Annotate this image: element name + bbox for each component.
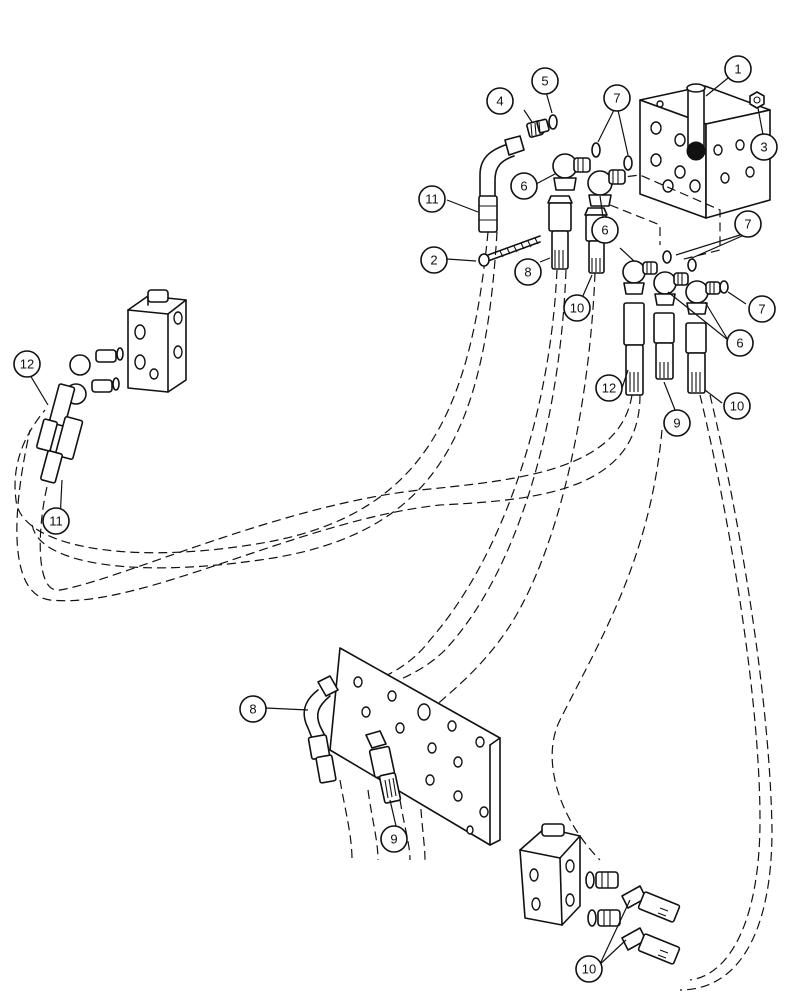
hose-end-9-right	[653, 312, 675, 380]
callout-label: 6	[601, 223, 608, 238]
callout-4: 4	[486, 87, 514, 115]
callout-label: 6	[520, 179, 527, 194]
left-valve-fittings	[65, 347, 124, 405]
callout-8b: 8	[239, 695, 267, 723]
leader-lines	[29, 77, 765, 969]
lock-nut	[749, 91, 765, 109]
lower-elbow-hose-8	[303, 675, 339, 784]
callout-label: 4	[496, 94, 503, 109]
left-hose-end-12	[36, 383, 76, 452]
callout-label: 11	[425, 192, 439, 207]
hose-end-8-upper	[547, 195, 573, 270]
hose-routes	[14, 231, 773, 991]
elbow-fitting-lower-3	[685, 280, 721, 315]
elbow-fitting-lower-2	[653, 271, 689, 306]
callout-label: 6	[736, 336, 743, 351]
o-ring	[548, 114, 558, 130]
callout-10a: 10	[563, 294, 591, 322]
callout-label: 1	[734, 62, 741, 77]
callout-label: 9	[673, 416, 680, 431]
callout-label: 12	[20, 357, 34, 372]
callout-label: 5	[541, 74, 548, 89]
callout-label: 2	[430, 253, 437, 268]
callout-9a: 9	[663, 409, 691, 437]
o-ring	[591, 142, 601, 158]
left-hose-end-11	[40, 416, 84, 484]
callout-3: 3	[750, 133, 778, 161]
callout-6c: 6	[726, 329, 754, 357]
lower-hose-end-10b	[621, 927, 681, 965]
callout-12a: 12	[13, 350, 41, 378]
callout-6b: 6	[591, 216, 619, 244]
callout-9b: 9	[380, 825, 408, 853]
left-diverter-valve	[127, 289, 187, 393]
elbow-fitting-upper-2	[587, 169, 626, 207]
o-ring	[662, 250, 672, 264]
callout-6a: 6	[510, 172, 538, 200]
o-ring	[719, 280, 729, 294]
control-valve-block	[639, 83, 771, 219]
adapter-fitting	[526, 118, 550, 138]
hose-end-10-right	[685, 322, 707, 394]
callout-label: 10	[730, 399, 744, 414]
callout-8a: 8	[514, 258, 542, 286]
elbow-fitting-lower-1	[622, 260, 658, 295]
callout-label: 7	[758, 302, 765, 317]
callout-label: 12	[602, 381, 616, 396]
callout-label: 9	[390, 832, 397, 847]
callout-label: 10	[570, 301, 584, 316]
callout-11a: 11	[418, 185, 446, 213]
callout-7b: 7	[734, 210, 762, 238]
callout-label: 7	[613, 91, 620, 106]
lower-hose-end-10a	[621, 885, 681, 923]
callout-10b: 10	[723, 392, 751, 420]
callout-label: 10	[582, 962, 596, 977]
callout-2: 2	[420, 246, 448, 274]
bulkhead-plate	[329, 647, 501, 846]
callout-label: 8	[524, 265, 531, 280]
callout-label: 3	[760, 140, 767, 155]
lower-hose-end-9	[365, 730, 402, 804]
lower-valve-fittings	[585, 871, 621, 927]
callout-12b: 12	[595, 374, 623, 402]
callout-label: 8	[249, 702, 256, 717]
callout-10c: 10	[575, 955, 603, 983]
callout-label: 11	[49, 514, 63, 529]
callout-label: 7	[744, 217, 751, 232]
o-ring	[687, 258, 697, 272]
elbow-hose-fitting	[478, 135, 525, 233]
lower-diverter-valve	[519, 823, 581, 926]
callout-7c: 7	[748, 295, 776, 323]
mounting-bolt	[478, 235, 541, 267]
callout-1: 1	[724, 55, 752, 83]
elbow-fitting-upper-1	[552, 153, 591, 191]
callout-11b: 11	[42, 507, 70, 535]
hose-end-12-right	[623, 302, 645, 396]
callout-5: 5	[531, 67, 559, 95]
mounting-bracket-outline	[599, 174, 721, 261]
o-ring	[623, 155, 633, 171]
callout-7a: 7	[603, 84, 631, 112]
